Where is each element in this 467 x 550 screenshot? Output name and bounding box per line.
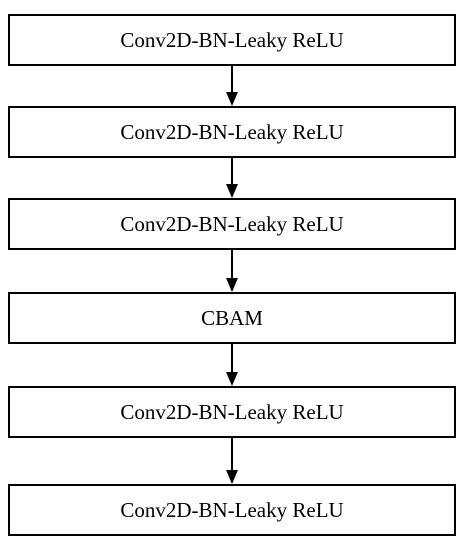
block-label: CBAM: [201, 305, 263, 330]
block-label: Conv2D-BN-Leaky ReLU: [120, 119, 344, 144]
down-arrow-icon: [226, 250, 238, 292]
block-label: Conv2D-BN-Leaky ReLU: [120, 27, 344, 52]
down-arrow-icon: [226, 158, 238, 198]
cbam-block: CBAM: [8, 292, 456, 344]
block-label: Conv2D-BN-Leaky ReLU: [120, 211, 344, 236]
conv-bn-leaky-relu-block-5: Conv2D-BN-Leaky ReLU: [8, 484, 456, 536]
block-label: Conv2D-BN-Leaky ReLU: [120, 399, 344, 424]
down-arrow-icon: [226, 438, 238, 484]
conv-bn-leaky-relu-block-2: Conv2D-BN-Leaky ReLU: [8, 106, 456, 158]
block-label: Conv2D-BN-Leaky ReLU: [120, 497, 344, 522]
conv-bn-leaky-relu-block-3: Conv2D-BN-Leaky ReLU: [8, 198, 456, 250]
conv-bn-leaky-relu-block-4: Conv2D-BN-Leaky ReLU: [8, 386, 456, 438]
down-arrow-icon: [226, 344, 238, 386]
conv-bn-leaky-relu-block-1: Conv2D-BN-Leaky ReLU: [8, 14, 456, 66]
down-arrow-icon: [226, 66, 238, 106]
